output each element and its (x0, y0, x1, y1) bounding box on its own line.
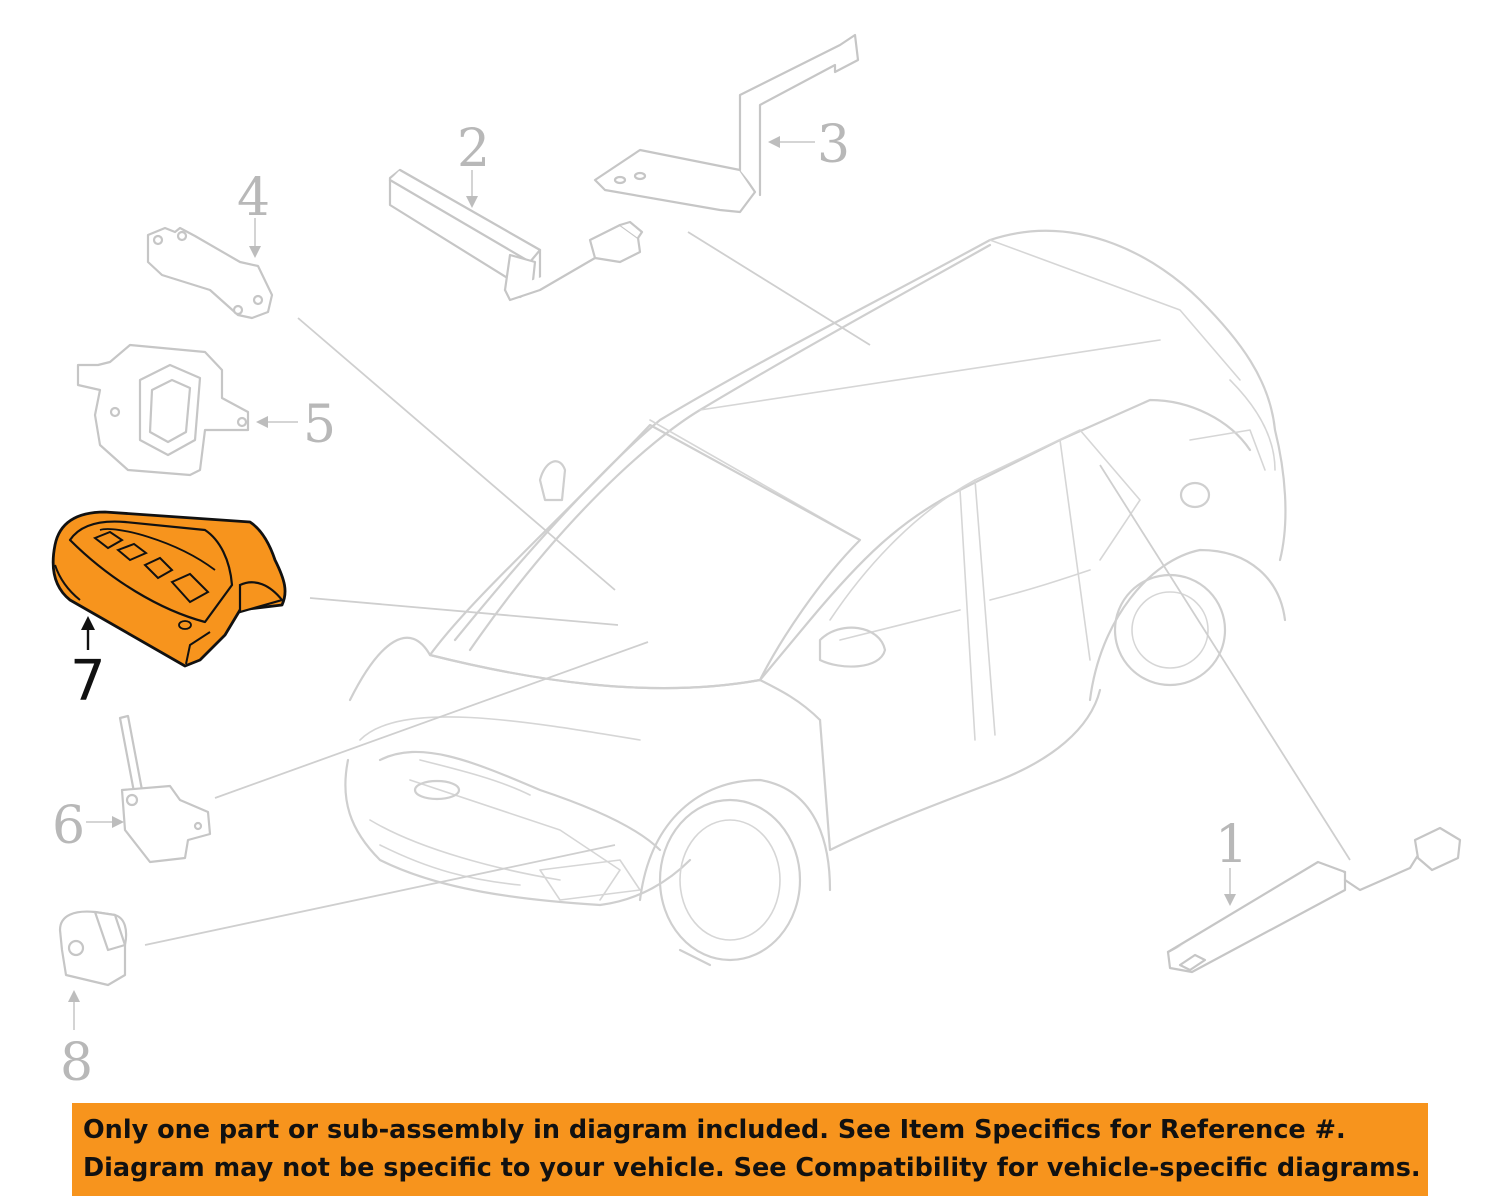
part-7-key-fob (51, 510, 287, 668)
part-5-key-holder (76, 343, 250, 477)
callout-6: 6 (52, 796, 85, 856)
key-fob-button-3 (143, 556, 174, 580)
parts-diagram: 1 2 3 4 5 6 7 8 (51, 33, 1462, 1093)
callout-arrows (68, 136, 1236, 1030)
vehicle-outline (344, 229, 1287, 967)
callout-8: 8 (60, 1033, 93, 1093)
disclaimer-line-2: Diagram may not be specific to your vehi… (83, 1153, 1421, 1183)
key-fob-button-2 (116, 542, 148, 562)
part-6-sensor (118, 714, 212, 864)
key-fob-button-1 (92, 530, 124, 550)
part-8-connector (58, 910, 128, 987)
callout-7: 7 (70, 649, 106, 714)
leader-lines (144, 231, 1351, 946)
callout-5: 5 (303, 395, 336, 455)
callout-1: 1 (1215, 815, 1248, 875)
callout-3: 3 (817, 115, 850, 175)
key-fob-button-4 (170, 572, 210, 604)
part-3-bracket (593, 33, 860, 214)
callout-4: 4 (237, 168, 270, 228)
callout-2: 2 (457, 119, 490, 179)
callout-labels: 1 2 3 4 5 6 7 8 (52, 115, 1248, 1093)
part-2-antenna (388, 168, 644, 302)
part-1-antenna (1166, 826, 1462, 974)
disclaimer-banner: Only one part or sub-assembly in diagram… (72, 1103, 1428, 1196)
part-4-bracket (146, 226, 274, 320)
disclaimer-line-1: Only one part or sub-assembly in diagram… (83, 1115, 1346, 1145)
